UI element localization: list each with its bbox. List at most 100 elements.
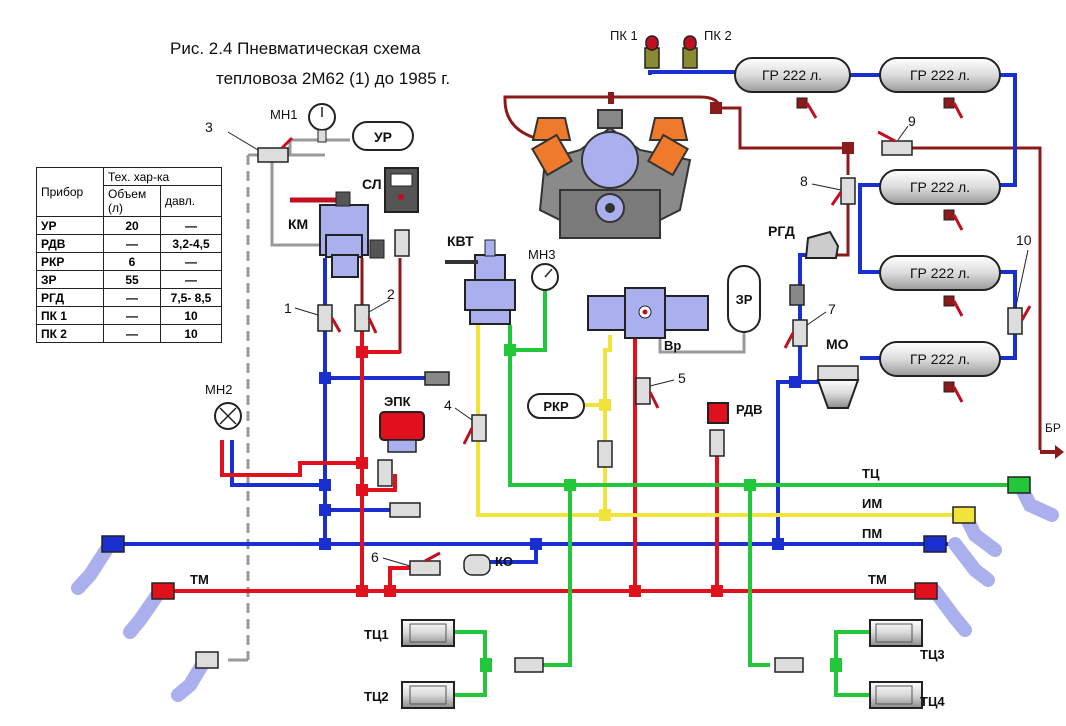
device-spec-table: Прибор Тех. хар-ка Объем (л) давл. УР 20… [36, 167, 222, 343]
table-row: РКР 6 — [36, 252, 222, 271]
mn3-label: МН3 [528, 247, 555, 262]
mn2-label: МН2 [205, 382, 232, 397]
pk1-label: ПК 1 [610, 28, 638, 43]
valve-10: 10 [1007, 232, 1032, 335]
safety-valve-pk2: ПК 2 [682, 28, 732, 69]
table-cell: 10 [160, 306, 222, 325]
tc-line-label: ТЦ [862, 466, 880, 481]
table-cell: 55 [103, 270, 161, 289]
valve-7: 7 [783, 301, 836, 349]
table-cell: РДВ [36, 234, 104, 253]
valve-misc [377, 229, 805, 673]
reservoir-label: ГР 222 л. [910, 351, 970, 367]
valve-number: 6 [371, 549, 379, 565]
figure-title-line2: тепловоза 2М62 (1) до 1985 г. [216, 69, 450, 88]
tc1-label: ТЦ1 [364, 627, 389, 642]
valve-5: 5 [635, 370, 686, 409]
table-row: ЗР 55 — [36, 270, 222, 289]
table-row: РГД — 7,5- 8,5 [36, 288, 222, 307]
mn1-label: МН1 [270, 107, 297, 122]
table-cell: — [103, 324, 161, 343]
valve-number: 3 [205, 119, 213, 135]
table-header-device: Прибор [36, 167, 104, 217]
epk-label: ЭПК [384, 394, 411, 409]
table-cell: ЗР [36, 270, 104, 289]
gauge-mn2: МН2 [205, 382, 242, 430]
pressure-governor-rgd: РГД [768, 223, 840, 259]
valve-number: 10 [1016, 232, 1032, 248]
valve-number: 1 [284, 300, 292, 316]
tm-line-label-right: ТМ [868, 572, 887, 587]
br-outlet: БР [1040, 421, 1064, 459]
table-cell: РКР [36, 252, 104, 271]
km-label: КМ [288, 216, 308, 232]
sl-label: СЛ [362, 176, 382, 192]
table-header-spec: Тех. хар-ка [103, 167, 222, 186]
table-header-volume: Объем (л) [103, 185, 161, 217]
brake-cylinder-tc2: ТЦ2 [364, 681, 455, 709]
valve-number: 7 [828, 301, 836, 317]
mo-label: МО [826, 336, 849, 352]
table-cell: — [103, 234, 161, 253]
table-cell: — [160, 270, 222, 289]
pressure-relay-rdv: РДВ [707, 402, 763, 424]
end-cocks [71, 476, 1059, 702]
drain-valves [796, 97, 964, 403]
main-reservoir-4: ГР 222 л. [879, 255, 1001, 291]
table-cell: УР [36, 216, 104, 235]
table-row: ПК 2 — 10 [36, 324, 222, 343]
main-reservoir-1: ГР 222 л. [734, 57, 851, 93]
table-cell: 20 [103, 216, 161, 235]
pm-line-label: ПМ [862, 526, 882, 541]
speedometer-sl: СЛ [362, 167, 419, 213]
brake-cylinder-tc1: ТЦ1 [364, 619, 455, 647]
pk2-label: ПК 2 [704, 28, 732, 43]
vr-label: Вр [664, 338, 681, 353]
table-row: ПК 1 — 10 [36, 306, 222, 325]
valve-number: 8 [800, 173, 808, 189]
table-cell: 6 [103, 252, 161, 271]
ur-label: УР [374, 129, 392, 145]
gauge-mn1: МН1 [270, 103, 336, 143]
auxiliary-brake-valve-kvt: КВТ [445, 233, 516, 325]
reservoir-label: ГР 222 л. [910, 67, 970, 83]
junctions [319, 102, 854, 672]
rdv-label: РДВ [736, 402, 763, 417]
brake-cylinder-tc3: ТЦ3 [869, 619, 945, 662]
main-reservoir-2: ГР 222 л. [879, 57, 1001, 93]
im-line-label: ИМ [862, 496, 882, 511]
table-cell: 3,2-4,5 [160, 234, 222, 253]
check-valve-ko: КО [463, 554, 513, 576]
reservoir-label: ГР 222 л. [910, 265, 970, 281]
table-header-pressure: давл. [160, 185, 222, 217]
kvt-label: КВТ [447, 233, 474, 249]
compressor [531, 92, 692, 239]
table-row: УР 20 — [36, 216, 222, 235]
driver-brake-valve-km: КМ [288, 191, 385, 278]
valve-4: 4 [444, 397, 487, 445]
table-cell: — [160, 252, 222, 271]
rgd-label: РГД [768, 223, 795, 239]
reservoir-rkr: РКР [527, 393, 585, 419]
auxiliary-reservoir-zr: ЗР [727, 265, 761, 333]
electro-pneumatic-valve-epk: ЭПК [379, 394, 425, 453]
table-cell: ПК 2 [36, 324, 104, 343]
table-cell: 10 [160, 324, 222, 343]
table-cell: — [103, 288, 161, 307]
main-reservoir-3: ГР 222 л. [879, 169, 1001, 205]
tc2-label: ТЦ2 [364, 689, 389, 704]
valve-2: 2 [354, 286, 395, 334]
br-label: БР [1045, 421, 1061, 435]
ko-label: КО [495, 554, 513, 569]
table-row: РДВ — 3,2-4,5 [36, 234, 222, 253]
tc3-label: ТЦ3 [920, 647, 945, 662]
valve-number: 5 [678, 370, 686, 386]
reservoir-label: ГР 222 л. [910, 179, 970, 195]
rkr-label: РКР [543, 399, 569, 414]
valve-9: 9 [877, 113, 916, 156]
valve-3: 3 [205, 119, 294, 163]
moisture-separator-mo: МО [816, 336, 860, 409]
equalizing-reservoir-ur: УР [352, 121, 414, 151]
tc4-label: ТЦ4 [920, 694, 945, 709]
